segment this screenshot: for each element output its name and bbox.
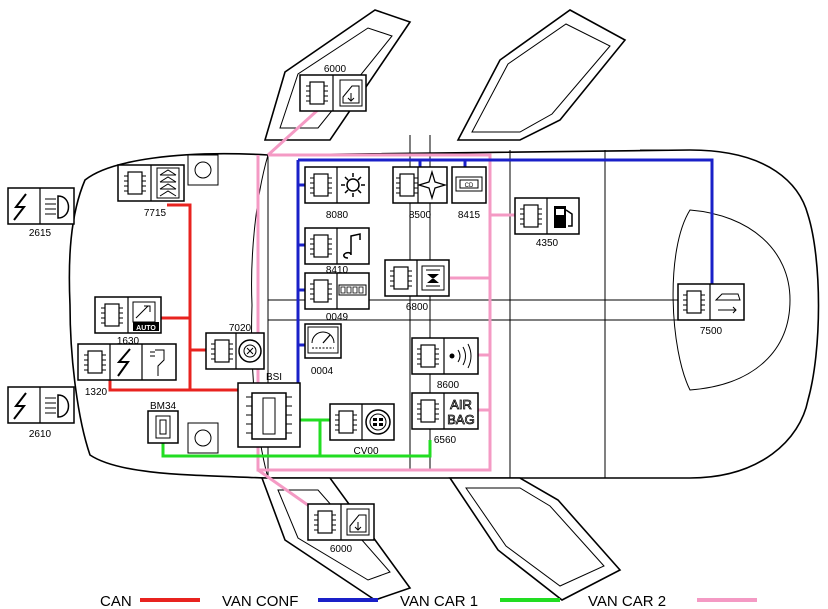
module-1630[interactable]: AUTO 1630	[94, 296, 162, 347]
van-car1-bus	[161, 418, 432, 458]
label-1320: 1320	[85, 387, 108, 398]
legend-van-conf-label: VAN CONF	[222, 593, 298, 609]
injector-icon	[150, 349, 165, 376]
label-7500: 7500	[700, 326, 723, 337]
auto-gearbox-icon: AUTO	[132, 301, 159, 332]
airbag-text-1: AIR	[450, 397, 472, 412]
module-0049[interactable]: 0049	[304, 272, 370, 323]
lightning-icon	[13, 193, 27, 221]
label-bsi: BSI	[266, 372, 282, 383]
module-1320[interactable]: 1320	[77, 343, 177, 398]
headlamp-icon	[45, 195, 70, 219]
module-8500[interactable]: 8500	[392, 166, 448, 221]
label-6800: 6800	[406, 302, 429, 313]
legend-van-car1-label: VAN CAR 1	[400, 593, 478, 609]
module-8600[interactable]: 8600	[411, 337, 479, 391]
module-8080[interactable]: 8080	[304, 166, 370, 221]
label-7715: 7715	[144, 208, 167, 219]
module-6560[interactable]: AIR BAG 6560	[411, 392, 479, 446]
module-6000-front-door[interactable]: 6000	[299, 64, 367, 112]
module-7500[interactable]: 7500	[677, 283, 745, 337]
display-icon	[338, 284, 367, 296]
sunroof-icon	[421, 265, 445, 291]
module-8415[interactable]: CD 8415	[451, 166, 487, 221]
label-6560: 6560	[434, 435, 457, 446]
svg-text:CD: CD	[465, 183, 474, 189]
module-6800[interactable]: 6800	[384, 259, 450, 313]
module-8410[interactable]: 8410	[304, 227, 370, 276]
abs-wheel-icon	[238, 339, 262, 363]
label-7020: 7020	[229, 323, 252, 334]
lightning-icon	[116, 348, 131, 377]
label-0049: 0049	[326, 312, 349, 323]
label-bm34: BM34	[150, 401, 177, 412]
window-lift-icon	[339, 79, 363, 107]
legend: CAN VAN CONF VAN CAR 1 VAN CAR 2	[100, 593, 757, 609]
trailer-hitch-icon	[714, 293, 741, 314]
can-bus	[108, 203, 240, 392]
legend-van-car2-label: VAN CAR 2	[588, 593, 666, 609]
module-0004[interactable]: 0004	[304, 323, 342, 377]
module-bsi[interactable]: BSI	[237, 372, 301, 448]
label-2610: 2610	[29, 429, 52, 440]
compass-icon	[416, 169, 448, 201]
module-4350[interactable]: 4350	[514, 197, 580, 249]
label-4350: 4350	[536, 238, 559, 249]
label-0004: 0004	[311, 366, 334, 377]
module-6000-rear-door[interactable]: 6000	[307, 503, 375, 555]
label-8600: 8600	[437, 380, 460, 391]
module-bm34[interactable]: BM34	[147, 401, 179, 444]
label-1630: 1630	[117, 336, 140, 347]
label-8080: 8080	[326, 210, 349, 221]
module-cv00[interactable]: CV00	[329, 403, 395, 457]
instrument-gauge-icon	[307, 326, 339, 354]
headlamp-icon	[45, 394, 70, 418]
label-6000-front: 6000	[324, 64, 347, 75]
module-7020[interactable]: 7020	[205, 323, 265, 370]
legend-can-label: CAN	[100, 593, 132, 609]
module-2615-headlamp[interactable]: 2615	[7, 187, 75, 239]
airbag-text-2: BAG	[447, 412, 474, 427]
label-8500: 8500	[409, 210, 432, 221]
climate-sun-icon	[341, 173, 365, 197]
label-2615: 2615	[29, 228, 52, 239]
window-lift-icon	[346, 508, 370, 536]
van-conf-bus	[296, 158, 714, 385]
label-8415: 8415	[458, 210, 481, 221]
module-7715[interactable]: 7715	[117, 164, 185, 219]
alarm-signal-icon	[449, 343, 472, 369]
cd-player-icon: CD	[455, 176, 483, 192]
steering-wheel-icon	[365, 409, 391, 435]
label-8410: 8410	[326, 265, 349, 276]
wiper-spring-icon	[156, 167, 180, 199]
label-cv00: CV00	[353, 446, 378, 457]
lightning-icon	[13, 392, 27, 420]
fuel-pump-icon	[554, 206, 573, 228]
music-note-icon	[343, 233, 361, 259]
label-6000-rear: 6000	[330, 544, 353, 555]
airbag-icon: AIR BAG	[447, 397, 475, 428]
auto-text: AUTO	[136, 325, 156, 332]
module-2610-headlamp[interactable]: 2610	[7, 386, 75, 440]
